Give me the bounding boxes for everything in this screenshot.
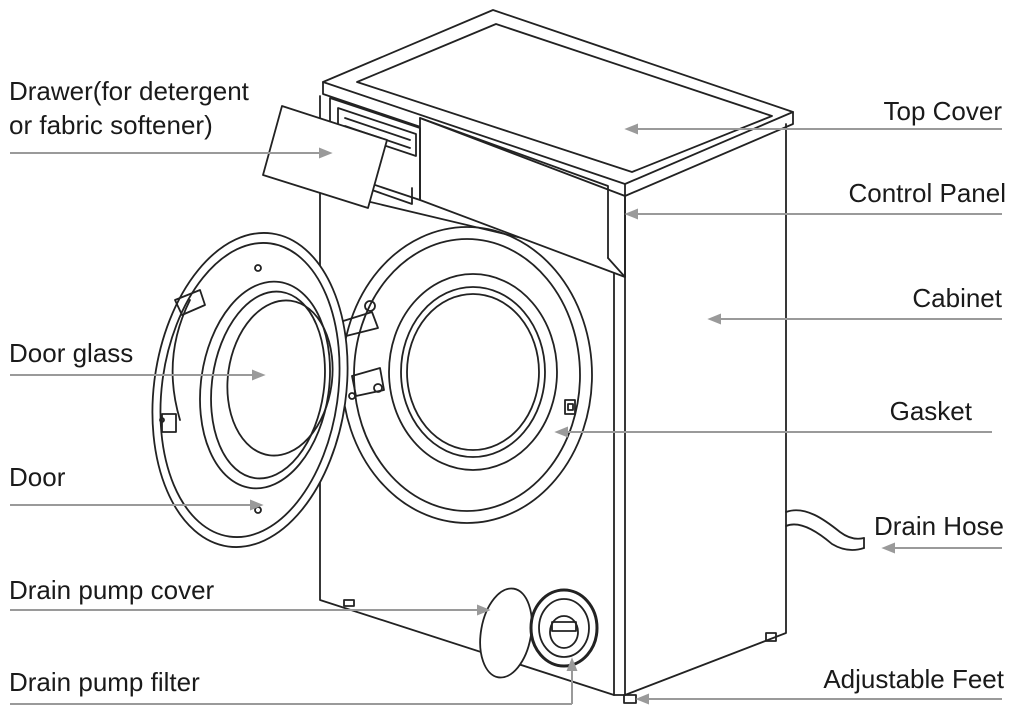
label-cabinet: Cabinet <box>912 283 1002 313</box>
cabinet-side-shape <box>613 123 787 696</box>
label-drain-pump-filter: Drain pump filter <box>9 667 200 697</box>
drain-hose-shape <box>785 509 865 551</box>
gasket-shape <box>388 273 558 471</box>
label-drawer-line2: or fabric softener) <box>9 110 213 140</box>
door-shape <box>151 232 356 548</box>
label-drain-pump-cover: Drain pump cover <box>9 575 215 605</box>
label-top-cover: Top Cover <box>883 96 1003 126</box>
adjustable-feet-shape <box>343 599 777 704</box>
leader-lines <box>10 123 1002 705</box>
label-drain-hose: Drain Hose <box>873 511 1004 541</box>
door-opening-shape <box>341 226 593 524</box>
drawer-flap-shape <box>262 105 388 209</box>
label-drawer-line1: Drawer(for detergent <box>9 76 249 106</box>
label-adjustable-feet: Adjustable Feet <box>823 664 1004 694</box>
door-lock-shape <box>564 399 576 415</box>
drain-pump-filter-shape <box>529 588 599 668</box>
top-cover-shape <box>322 9 794 197</box>
label-control-panel: Control Panel <box>848 178 1006 208</box>
label-door-glass: Door glass <box>9 338 134 368</box>
washing-machine-illustration <box>151 9 865 704</box>
label-gasket: Gasket <box>889 396 972 426</box>
label-door: Door <box>9 462 66 492</box>
